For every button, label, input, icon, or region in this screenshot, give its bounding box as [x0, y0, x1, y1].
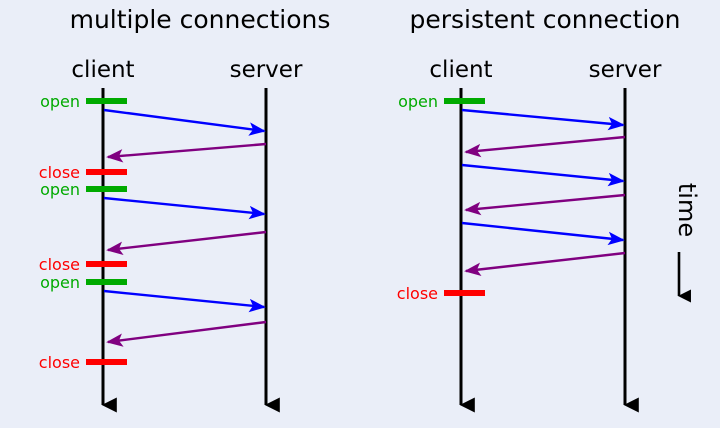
response-arrow	[464, 193, 626, 216]
request-arrow	[461, 108, 625, 131]
panel-title: persistent connection	[409, 5, 680, 34]
request-arrow	[461, 221, 625, 246]
actor-label-client: client	[429, 57, 492, 83]
time-axis: time	[673, 183, 701, 303]
panel-title: multiple connections	[70, 5, 331, 34]
actor-label-client: client	[71, 57, 134, 83]
open-label: open	[40, 92, 80, 111]
time-axis-label: time	[673, 183, 701, 237]
panel-multiple-connections: multiple connections client server open …	[39, 5, 331, 413]
response-arrow	[106, 230, 267, 255]
actor-label-server: server	[230, 57, 303, 83]
request-arrow	[461, 163, 625, 187]
response-arrow	[106, 142, 267, 163]
request-arrow	[103, 108, 266, 136]
open-label: open	[40, 273, 80, 292]
close-label: close	[39, 163, 80, 182]
open-label: open	[398, 92, 438, 111]
response-arrow	[464, 135, 626, 158]
close-label: close	[39, 353, 80, 372]
close-label: close	[39, 255, 80, 274]
request-arrow	[103, 289, 266, 313]
open-label: open	[40, 180, 80, 199]
panel-persistent-connection: persistent connection client server open…	[397, 5, 681, 413]
actor-label-server: server	[589, 57, 662, 83]
close-label: close	[397, 284, 438, 303]
response-arrow	[106, 320, 267, 347]
response-arrow	[464, 251, 626, 277]
request-arrow	[103, 196, 266, 220]
